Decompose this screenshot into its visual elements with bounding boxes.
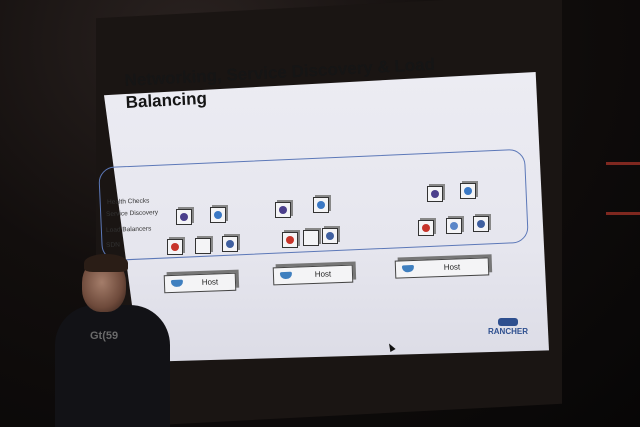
container-icon [222,236,238,252]
container-icon [460,183,476,199]
docker-whale-icon [279,271,293,280]
host-box: Host [272,264,354,286]
host-box: Host [394,257,490,279]
container-icon [313,197,329,213]
container-icon [210,207,226,223]
docker-whale-icon [401,264,415,273]
container-icon [167,239,183,255]
host-label: Host [314,269,332,279]
host-box: Host [163,272,237,294]
rancher-logo-text: RANCHER [488,327,528,336]
host-label: Host [443,262,461,272]
background-light [606,212,640,215]
layer-label-sdn: SDN [106,241,120,249]
container-icon [446,218,462,234]
container-icon [275,202,291,218]
speaker-body [55,305,170,427]
container-icon [303,230,319,246]
background-light [606,162,640,165]
rancher-logo-icon [498,318,518,326]
host-label: Host [201,277,219,287]
container-icon [195,238,211,254]
speaker-hair [84,254,128,272]
docker-whale-icon [170,279,184,288]
container-icon [473,216,489,232]
container-icon [322,228,338,244]
container-icon [427,186,443,202]
container-icon [282,232,298,248]
speaker-shirt-text: Gt(59 [90,330,119,342]
container-icon [176,209,192,225]
layer-label-health-checks: Health Checks [107,197,150,206]
container-icon [418,220,434,236]
